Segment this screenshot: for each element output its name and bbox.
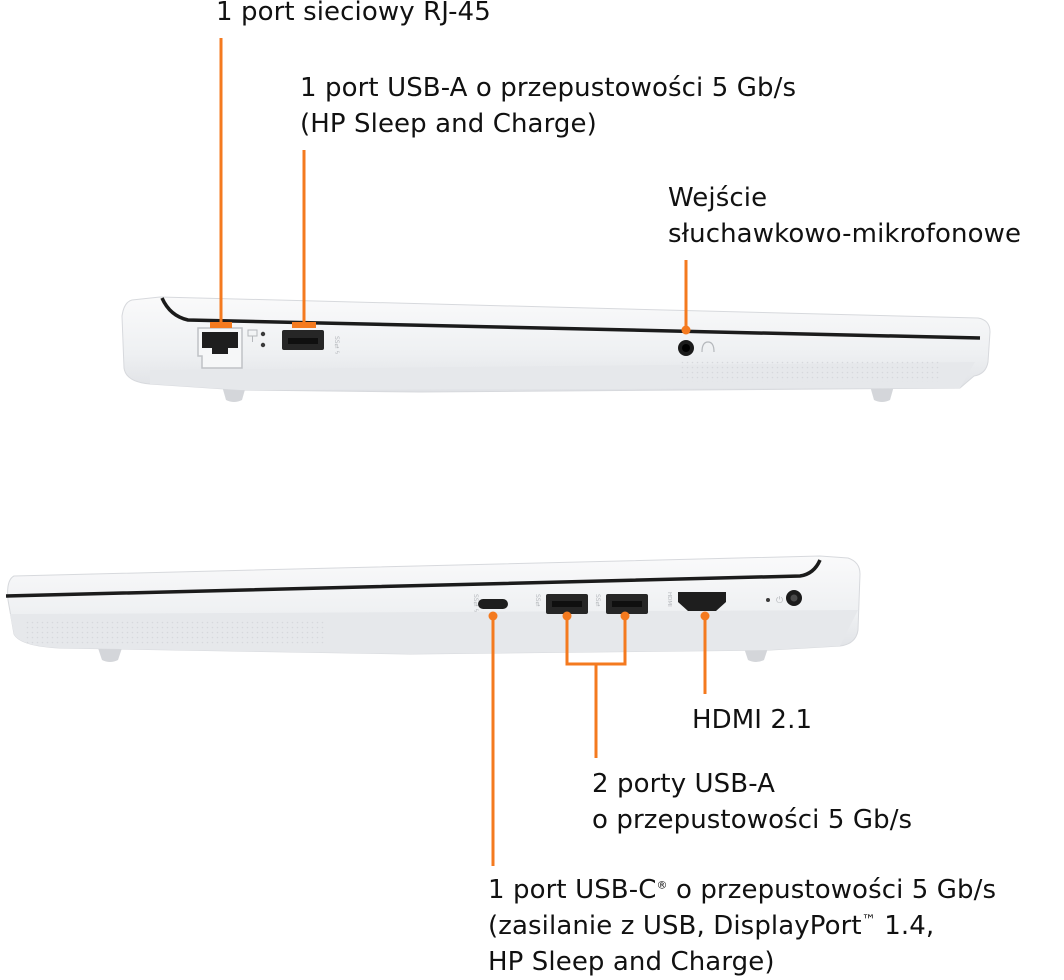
usb-ss-icon: SS⇄ ϟ (333, 336, 340, 355)
label-audio: Wejście słuchawkowo-mikrofonowe (668, 180, 1021, 252)
label-usbc-line2: (zasilanie z USB, DisplayPort™ 1.4, (488, 908, 996, 944)
speaker-grille (680, 360, 940, 382)
label-usbc-line1-a: 1 port USB-C (488, 875, 657, 905)
label-usba-left-line1: 1 port USB-A o przepustowości 5 Gb/s (300, 73, 797, 103)
usb-a-port (282, 330, 324, 350)
rj45-port (197, 327, 243, 369)
audio-jack-inner (682, 344, 690, 352)
label-usbc-line1: 1 port USB-C® o przepustowości 5 Gb/s (488, 872, 996, 908)
leader-dots-bottom (488, 611, 710, 621)
headset-icon (701, 341, 715, 353)
leader-lines-top (219, 38, 688, 330)
lid-bezel-line (160, 297, 981, 340)
registered-mark: ® (656, 878, 668, 892)
status-led (260, 331, 266, 337)
label-usba-right-line1: 2 porty USB-A (592, 769, 776, 799)
hdmi-port (678, 592, 726, 611)
rubber-foot (870, 386, 894, 402)
label-hdmi: HDMI 2.1 (692, 705, 813, 735)
rubber-foot (98, 648, 122, 662)
hdmi-icon: HDMI (666, 592, 672, 607)
status-led (260, 342, 266, 348)
label-audio-line2: słuchawkowo-mikrofonowe (668, 219, 1022, 249)
label-rj45: 1 port sieciowy RJ-45 (216, 0, 491, 27)
power-led (766, 598, 770, 602)
label-usba-left: 1 port USB-A o przepustowości 5 Gb/s (HP… (300, 70, 796, 142)
label-usbc: 1 port USB-C® o przepustowości 5 Gb/s (z… (488, 872, 996, 980)
trademark-mark: ™ (861, 912, 876, 929)
usb-a-port (606, 594, 648, 614)
ethernet-icon (247, 329, 258, 342)
usb-a-port (546, 594, 588, 614)
leader-dots-top (210, 322, 691, 335)
laptop-right-side: SS⇄ ϟ SS⇄ SS⇄ HDMI ⏻ (5, 555, 861, 662)
laptop-left-side: SS⇄ ϟ (121, 296, 991, 402)
label-usba-right: 2 porty USB-A o przepustowości 5 Gb/s (592, 766, 912, 838)
label-audio-line1: Wejście (668, 183, 768, 213)
leader-lines-bottom (491, 616, 707, 866)
usb-ss-icon: SS⇄ (594, 594, 601, 607)
speaker-grille (24, 620, 324, 644)
label-usbc-line2-a: (zasilanie z USB, DisplayPort (488, 911, 862, 941)
usb-ss-icon: SS⇄ (534, 594, 541, 607)
power-icon: ⏻ (776, 595, 783, 606)
rubber-foot (744, 648, 768, 662)
power-jack-inner (790, 594, 798, 602)
label-usbc-line1-b: o przepustowości 5 Gb/s (667, 875, 997, 905)
label-usba-left-line2: (HP Sleep and Charge) (300, 109, 597, 139)
usb-c-port (478, 599, 508, 609)
label-usbc-line2-b: 1.4, (875, 911, 935, 941)
lid-bezel-line (5, 559, 822, 598)
label-usba-right-line2: o przepustowości 5 Gb/s (592, 805, 913, 835)
usb-c-ss-icon: SS⇄ ϟ (472, 594, 479, 613)
label-usbc-line3: HP Sleep and Charge) (488, 947, 775, 977)
